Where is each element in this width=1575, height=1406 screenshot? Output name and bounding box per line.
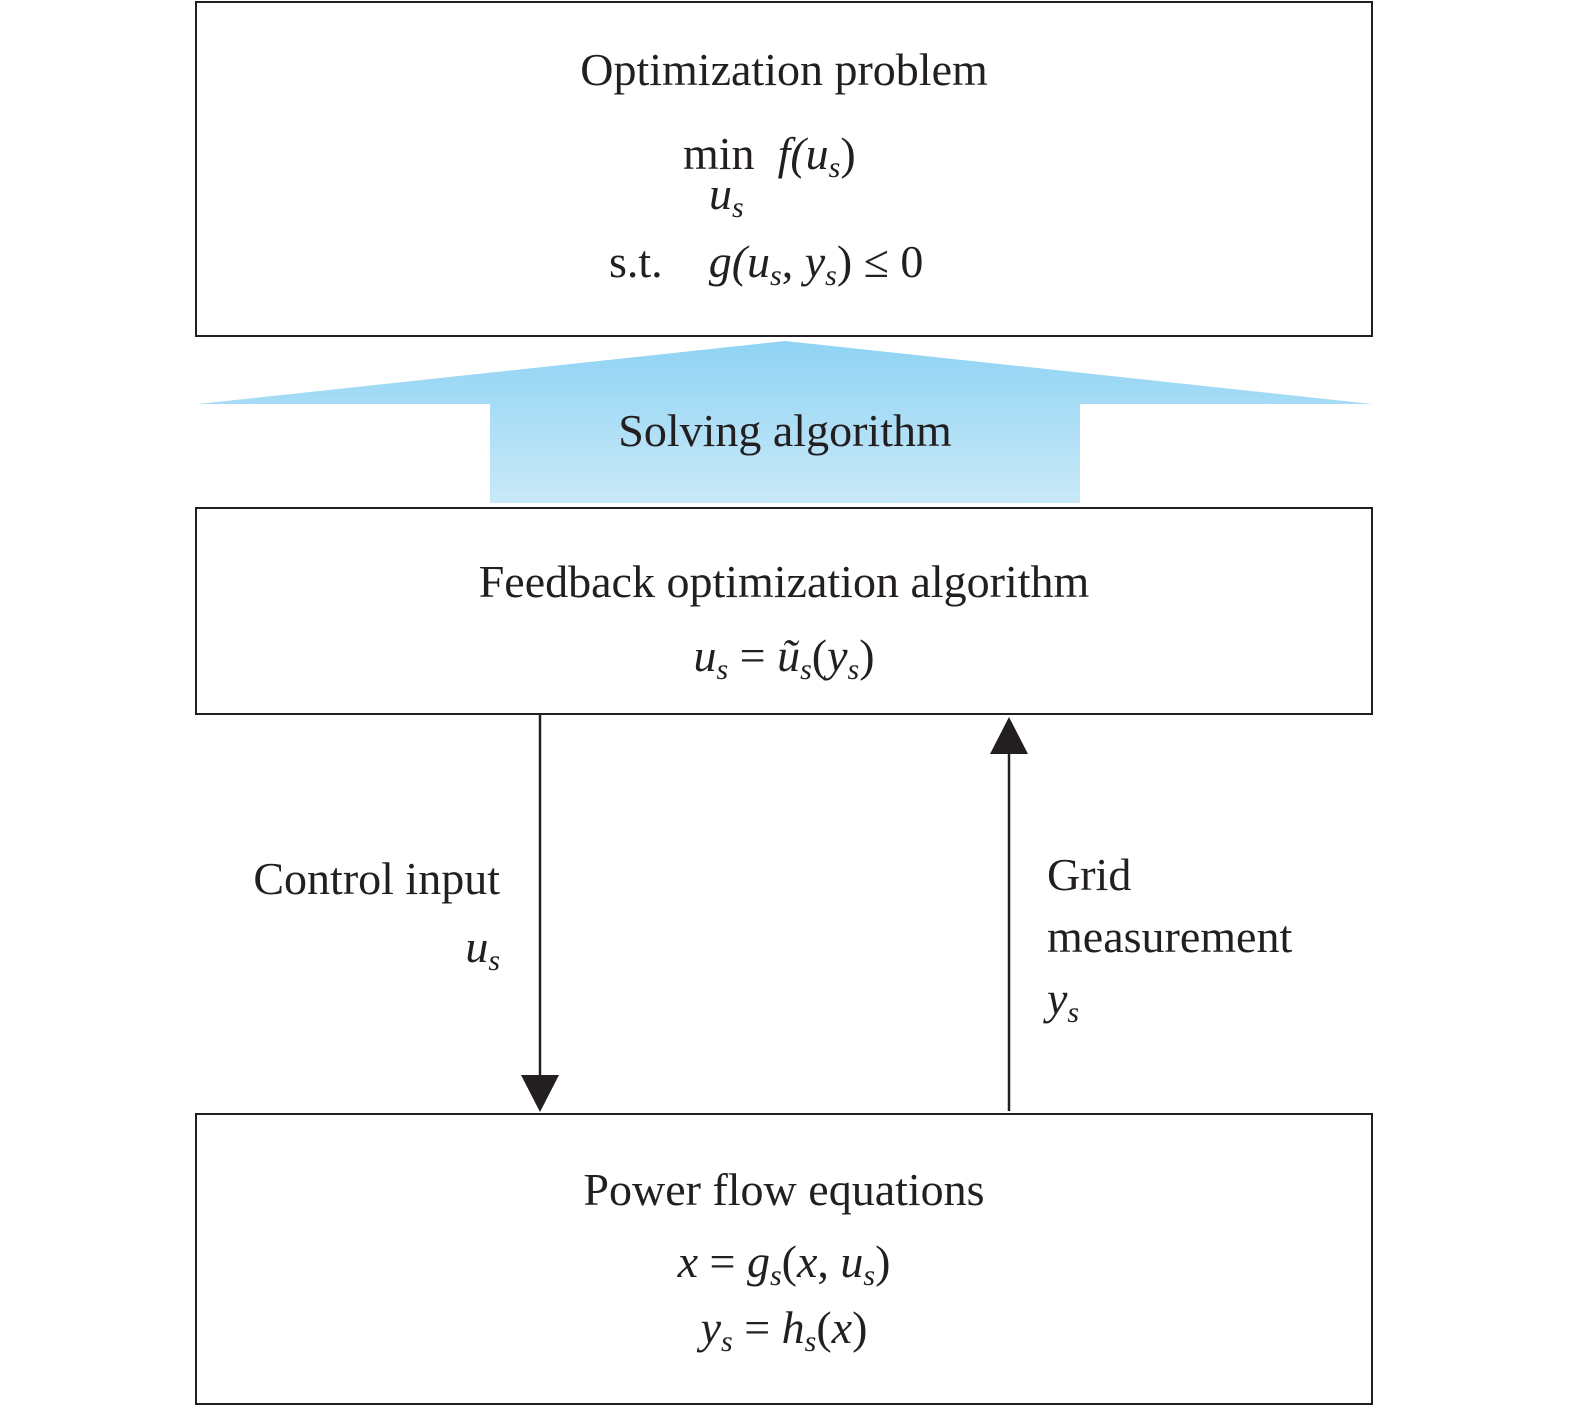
control-input-arrowhead [521, 1075, 559, 1112]
power-flow-equations-box: Power flow equations x = gs(x, us) ys = … [195, 1113, 1373, 1405]
feedback-optimization-equation: us = ũs(ys) [693, 630, 875, 686]
grid-measurement-label: Grid measurement ys [1047, 844, 1292, 1044]
feedback-optimization-title: Feedback optimization algorithm [478, 556, 1090, 607]
solving-algorithm-label: Solving algorithm [618, 405, 952, 456]
grid-measurement-arrowhead [990, 717, 1028, 754]
control-input-variable: us [465, 921, 500, 977]
control-input-label: Control input us [253, 853, 500, 977]
power-flow-title: Power flow equations [583, 1164, 985, 1215]
feedback-optimization-box: Feedback optimization algorithm us = ũs(… [195, 507, 1373, 715]
optimization-problem-title: Optimization problem [580, 44, 988, 95]
solving-algorithm-arrow [198, 341, 1372, 503]
objective-expression: min f(us) [683, 128, 856, 184]
objective-min-variable: us [709, 168, 744, 224]
optimization-problem-box: Optimization problem min f(us) us s.t. g… [195, 1, 1373, 337]
power-flow-equation-1: x = gs(x, us) [677, 1236, 891, 1292]
grid-measurement-variable: ys [1047, 973, 1080, 1029]
power-flow-equation-2: ys = hs(x) [700, 1302, 868, 1358]
constraint-expression: s.t. g(us, ys) ≤ 0 [609, 236, 924, 292]
